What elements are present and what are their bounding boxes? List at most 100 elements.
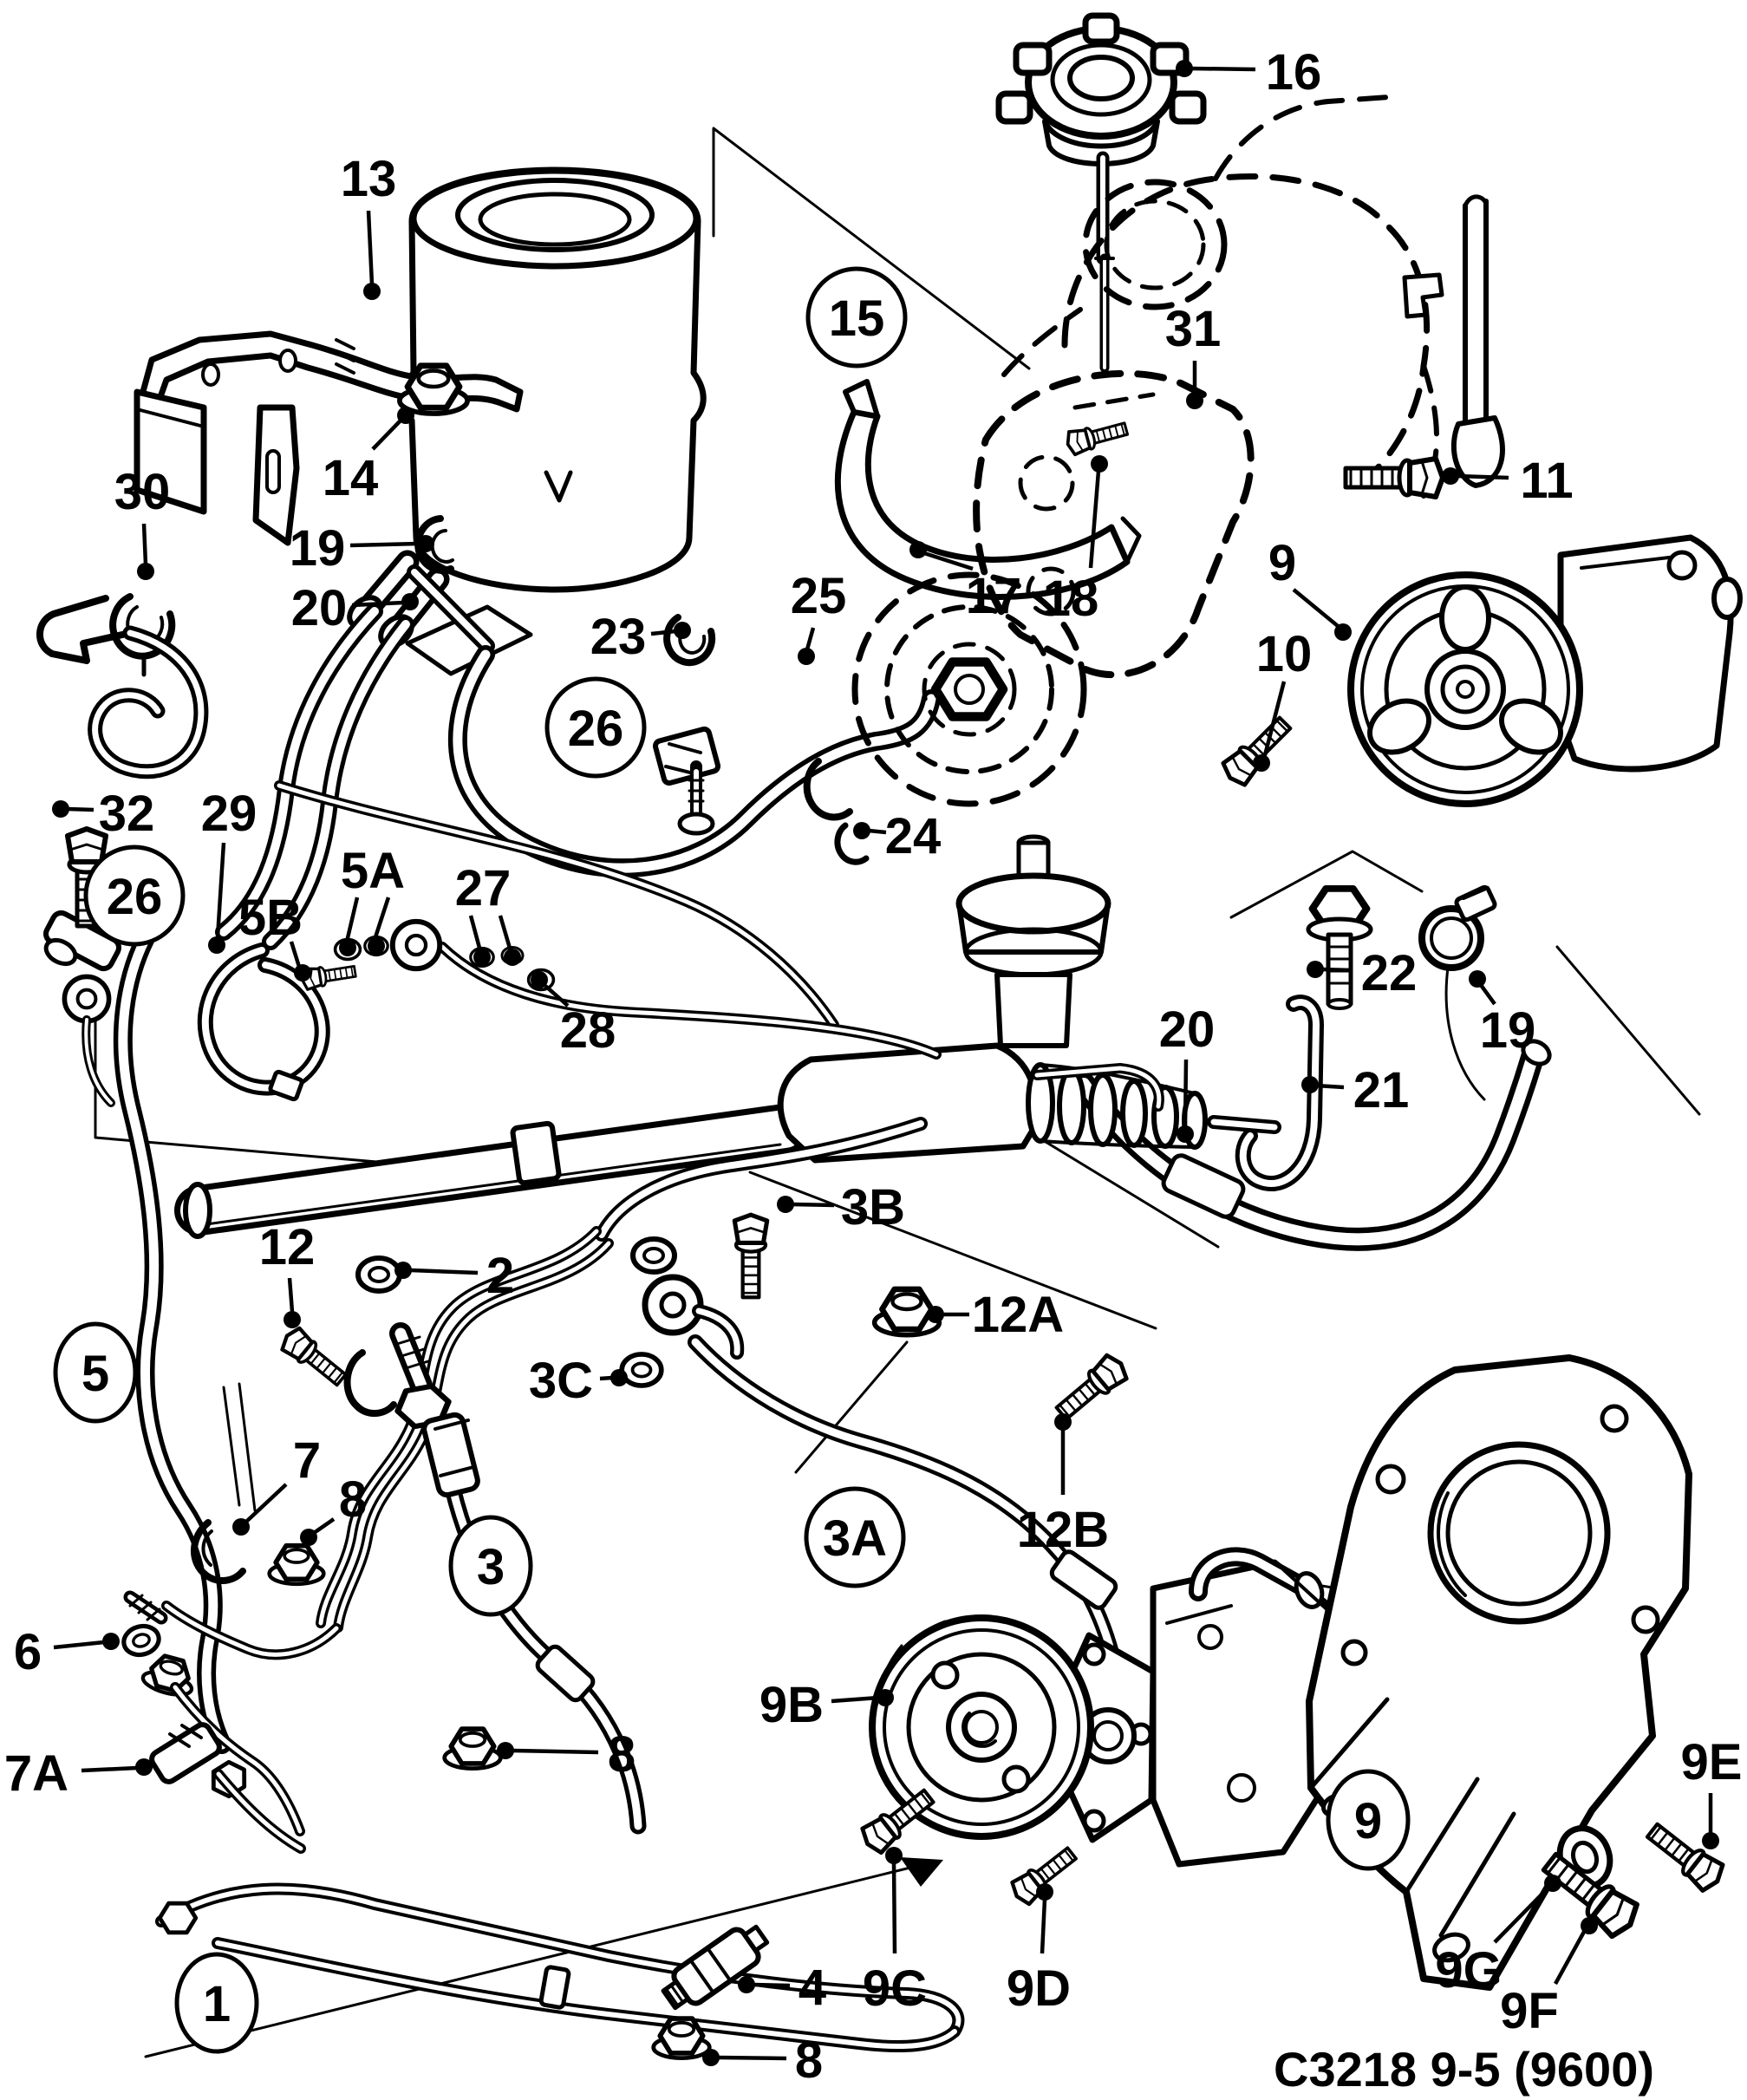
svg-text:22: 22 <box>1361 945 1418 1001</box>
callout-5: 5 <box>53 1321 138 1424</box>
pump-9-art <box>1219 459 1743 807</box>
svg-text:19: 19 <box>1480 1002 1536 1059</box>
callout-3B: 3B <box>777 1179 905 1236</box>
svg-text:7A: 7A <box>4 1745 68 1802</box>
nut-fitting-art <box>140 1652 198 1699</box>
callout-21: 21 <box>1301 1062 1409 1118</box>
reservoir-clamp-art <box>834 379 1142 600</box>
callout-4: 4 <box>738 1960 826 2016</box>
callout-8: 8 <box>702 2032 823 2089</box>
svg-text:4: 4 <box>799 1960 826 2016</box>
clip-30-art <box>36 593 209 779</box>
hose-loop-29-art <box>205 950 323 1102</box>
callout-27: 27 <box>455 860 521 966</box>
svg-text:5B: 5B <box>238 890 303 946</box>
callout-3A: 3A <box>804 1486 906 1588</box>
bolt-12-art <box>278 1325 350 1390</box>
callout-26: 26 <box>544 676 647 779</box>
callout-26: 26 <box>83 845 186 947</box>
callout-3: 3 <box>448 1515 533 1617</box>
callout-22: 22 <box>1307 945 1417 1001</box>
svg-text:9F: 9F <box>1500 1983 1559 2039</box>
callout-16: 16 <box>1176 44 1321 101</box>
callout-14: 14 <box>323 407 414 506</box>
callout-9: 9 <box>1268 535 1352 641</box>
bracket-31-art <box>973 369 1255 679</box>
svg-text:5: 5 <box>81 1346 109 1402</box>
svg-text:21: 21 <box>1353 1062 1410 1118</box>
svg-text:20: 20 <box>1159 1001 1216 1058</box>
callout-1: 1 <box>174 1952 259 2054</box>
bracket-9-art <box>1306 1354 1692 1991</box>
callout-24: 24 <box>853 808 941 864</box>
svg-text:3B: 3B <box>841 1179 905 1236</box>
callout-25: 25 <box>791 568 847 665</box>
svg-text:12B: 12B <box>1017 1502 1109 1558</box>
callout-28: 28 <box>531 971 616 1059</box>
rack-pinion-valve-art <box>955 834 1111 1048</box>
svg-text:6: 6 <box>14 1624 42 1680</box>
bolt-11-art <box>1346 459 1443 497</box>
svg-text:12: 12 <box>259 1219 316 1275</box>
callout-9C: 9C <box>863 1847 927 2017</box>
svg-text:29: 29 <box>201 786 257 842</box>
rack-union-fittings-art <box>298 922 936 1054</box>
clip-7-art <box>191 1519 246 1584</box>
return-hose-20-art <box>1084 1039 1552 1240</box>
drawing-code: C3218 9-5 (9600) <box>1274 2042 1654 2097</box>
callout-15: 15 <box>805 266 908 368</box>
svg-text:28: 28 <box>560 1002 616 1059</box>
callout-19: 19 <box>290 520 434 577</box>
callout-8: 8 <box>497 1726 636 1783</box>
svg-text:31: 31 <box>1165 301 1222 357</box>
svg-text:18: 18 <box>1043 571 1099 627</box>
callout-10: 10 <box>1253 626 1312 772</box>
svg-text:9C: 9C <box>863 1960 927 2017</box>
svg-text:9: 9 <box>1268 535 1296 591</box>
nut-8-art <box>270 1546 324 1584</box>
svg-text:9D: 9D <box>1007 1960 1071 2017</box>
svg-text:25: 25 <box>791 568 847 624</box>
svg-text:16: 16 <box>1266 44 1322 101</box>
svg-text:8: 8 <box>608 1726 636 1783</box>
svg-text:11: 11 <box>1520 453 1573 509</box>
svg-text:14: 14 <box>323 450 379 506</box>
callout-8: 8 <box>300 1471 367 1546</box>
svg-text:9: 9 <box>1354 1793 1382 1849</box>
callout-18: 18 <box>1043 455 1108 627</box>
callout-7: 7 <box>232 1432 321 1536</box>
callout-30: 30 <box>114 464 170 580</box>
reservoir-cap-art <box>995 12 1207 368</box>
callout-29: 29 <box>201 786 257 954</box>
pump-9A-art <box>858 1354 1728 1991</box>
callout-12: 12 <box>259 1219 316 1328</box>
callout-17: 17 <box>909 541 1021 624</box>
banjo-art <box>393 922 440 968</box>
svg-text:32: 32 <box>99 786 155 842</box>
fitting-4-art <box>661 1924 770 2011</box>
svg-text:15: 15 <box>829 290 885 347</box>
svg-text:3A: 3A <box>823 1510 887 1567</box>
pressure-lines-art <box>278 1124 1131 1826</box>
callout-9F: 9F <box>1500 1917 1598 2039</box>
return-pipe-1-art <box>160 1729 958 2058</box>
callout-9G: 9G <box>1435 1875 1561 1999</box>
svg-text:13: 13 <box>341 151 397 207</box>
lowerleft-plumbing-art <box>121 1519 336 1849</box>
callout-9D: 9D <box>1007 1883 1071 2017</box>
svg-text:24: 24 <box>885 808 942 864</box>
svg-text:26: 26 <box>568 701 624 757</box>
hose-clamp-19-right-art <box>1418 884 1497 971</box>
callout-6: 6 <box>14 1624 120 1680</box>
steering-rack-art <box>42 834 1274 1239</box>
pulley-9B-art <box>869 1614 1094 1840</box>
fitting-7A-art <box>149 1722 301 1849</box>
svg-text:20: 20 <box>291 580 348 636</box>
svg-text:1: 1 <box>203 1976 231 2032</box>
svg-text:3C: 3C <box>529 1353 593 1409</box>
callout-5A: 5A <box>339 843 405 956</box>
reservoir-bracket-art <box>134 330 524 546</box>
